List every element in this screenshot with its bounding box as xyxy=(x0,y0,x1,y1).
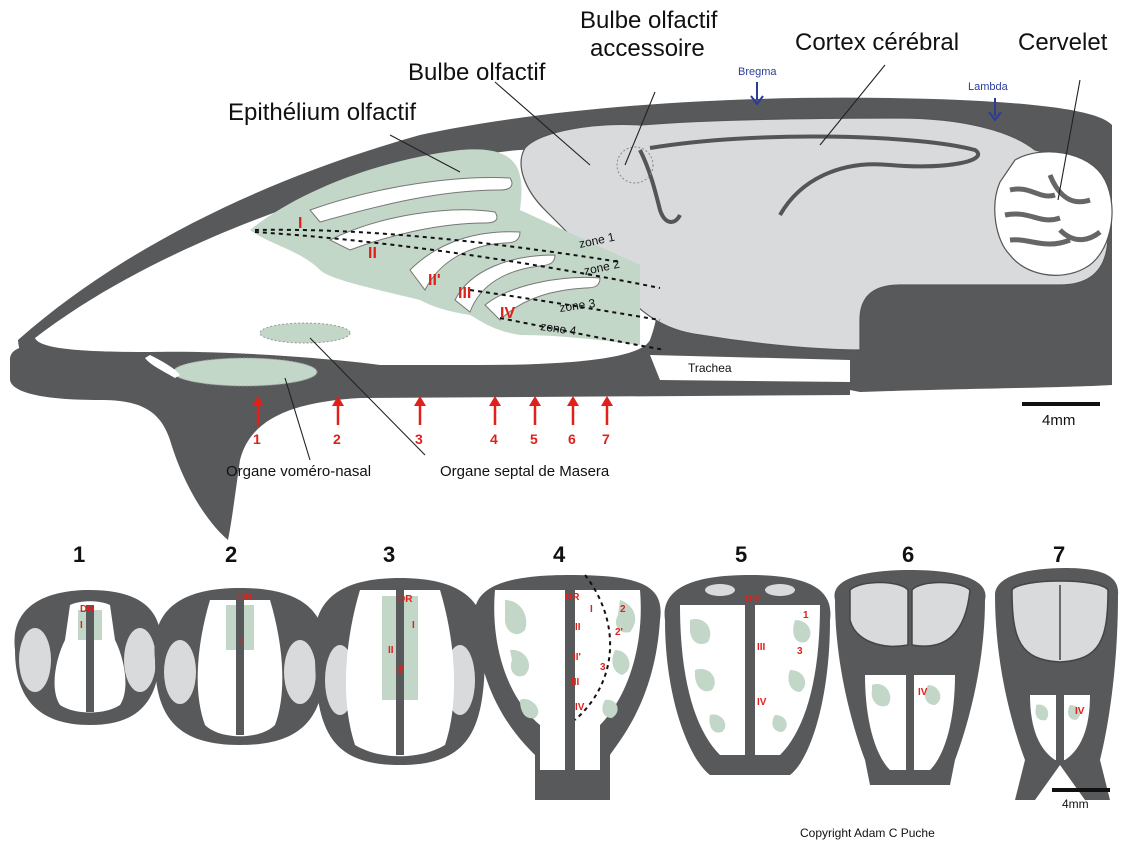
s2-mark-I: I xyxy=(240,637,243,648)
s4-mark-2p: 2' xyxy=(615,627,623,638)
s4-mark-I: I xyxy=(590,604,593,615)
section-num-4: 4 xyxy=(553,542,566,567)
s3-mark-DR: DR xyxy=(398,594,413,605)
s2-mark-DR: DR xyxy=(238,592,253,603)
s4-mark-III: III xyxy=(571,677,580,688)
section-num-1: 1 xyxy=(73,542,85,567)
s1-mark-DR: DR xyxy=(80,604,95,615)
arrow-num-5: 5 xyxy=(530,431,538,447)
turbinate-III: III xyxy=(458,285,471,302)
s3-mark-IIp: II' xyxy=(396,665,404,676)
label-bregma: Bregma xyxy=(738,66,777,78)
arrow-num-7: 7 xyxy=(602,431,610,447)
label-scale-bottom: 4mm xyxy=(1062,797,1089,811)
vomeronasal-organ xyxy=(173,358,317,386)
label-lambda: Lambda xyxy=(968,81,1009,93)
s4-mark-DR: DR xyxy=(565,592,580,603)
s7-mark-IV: IV xyxy=(1075,706,1085,717)
coronal-section-7: IV xyxy=(995,568,1118,800)
s5-mark-III: III xyxy=(757,642,766,653)
turbinate-II: II xyxy=(368,245,377,262)
s3-mark-II: II xyxy=(388,645,394,656)
section-num-7: 7 xyxy=(1053,542,1065,567)
s1-mark-I: I xyxy=(80,620,83,631)
arrow-num-4: 4 xyxy=(490,431,498,447)
section-num-6: 6 xyxy=(902,542,914,567)
section-num-2: 2 xyxy=(225,542,237,567)
label-septal: Organe septal de Masera xyxy=(440,463,610,480)
septal-organ xyxy=(260,323,350,343)
coronal-section-3: DR I II II' xyxy=(314,578,485,765)
arrow-num-3: 3 xyxy=(415,431,423,447)
coronal-section-4: DR I II II' III IV 2 2' 3 xyxy=(475,575,661,800)
arrow-num-1: 1 xyxy=(253,431,261,447)
section-num-3: 3 xyxy=(383,542,395,567)
turbinate-IV: IV xyxy=(500,305,515,322)
s5-mark-1: 1 xyxy=(803,610,809,621)
coronal-section-5: DR 1 III 3 IV xyxy=(665,575,831,775)
arrow-num-6: 6 xyxy=(568,431,576,447)
label-olfactory-bulb: Bulbe olfactif xyxy=(408,59,546,86)
s5-mark-3: 3 xyxy=(797,646,803,657)
s4-mark-II: II xyxy=(575,622,581,633)
s4-mark-IIp: II' xyxy=(573,652,581,663)
label-vomeronasal: Organe voméro-nasal xyxy=(226,463,371,480)
coronal-section-2: DR I xyxy=(154,588,325,745)
label-cerebellum: Cervelet xyxy=(1018,29,1108,56)
arrow-num-2: 2 xyxy=(333,431,341,447)
label-scale-top: 4mm xyxy=(1042,412,1075,429)
label-accessory-bulb-1: Bulbe olfactif xyxy=(580,7,718,34)
section-numbers: 1 2 3 4 5 6 7 xyxy=(73,542,1065,567)
s5-mark-DR: DR xyxy=(745,594,760,605)
arrow-numbers: 1 2 3 4 5 6 7 xyxy=(253,431,610,447)
label-cortex: Cortex cérébral xyxy=(795,29,959,56)
s4-mark-IV: IV xyxy=(575,702,585,713)
s3-mark-I: I xyxy=(412,620,415,631)
s6-mark-IV: IV xyxy=(918,687,928,698)
label-epithelium: Epithélium olfactif xyxy=(228,99,416,126)
s5-mark-IV: IV xyxy=(757,697,767,708)
label-trachea: Trachea xyxy=(688,361,732,375)
label-accessory-bulb-2: accessoire xyxy=(590,35,705,62)
coronal-section-6: IV xyxy=(834,570,985,785)
turbinate-I: I xyxy=(298,215,302,232)
coronal-section-1: DR I xyxy=(14,590,160,725)
s4-mark-2: 2 xyxy=(620,604,626,615)
turbinate-II-prime: II' xyxy=(428,272,441,289)
section-num-5: 5 xyxy=(735,542,747,567)
s4-mark-3: 3 xyxy=(600,662,606,673)
copyright-text: Copyright Adam C Puche xyxy=(800,826,935,840)
